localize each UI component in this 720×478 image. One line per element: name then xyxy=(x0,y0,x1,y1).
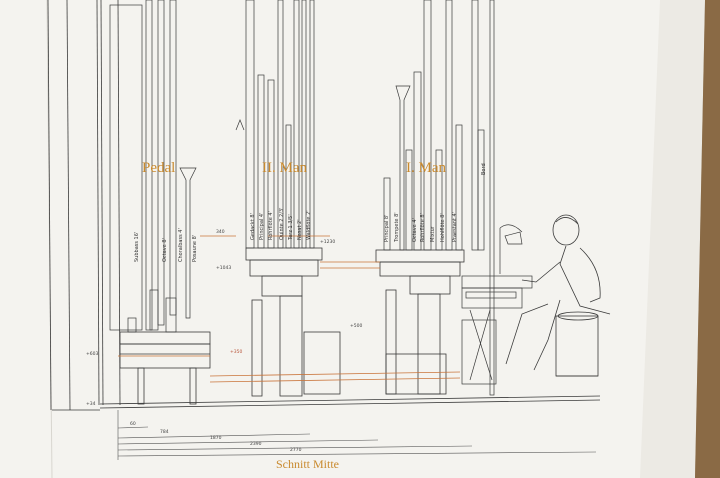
dimension-label: +603 xyxy=(86,352,99,357)
man2-stop-label: Principal 4' xyxy=(259,212,265,240)
paper-sheet xyxy=(0,0,705,478)
organist-figure xyxy=(505,214,611,377)
paper-curl-right xyxy=(640,0,705,478)
dimension-label: 340 xyxy=(216,230,225,235)
dimension-label: +1230 xyxy=(320,240,336,245)
man1-stop-label: Rohrflöte 8' xyxy=(420,213,426,242)
man1-stop-label: Mixtur xyxy=(430,226,436,242)
wind-ducts xyxy=(118,235,461,383)
dimension-label: 1870 xyxy=(210,436,222,441)
man2-stop-label: Nasat 2' xyxy=(297,219,303,240)
dimension-label: 2390 xyxy=(250,442,262,447)
dimension-label: +34 xyxy=(86,402,96,407)
man1-stop-label: Octave 4' xyxy=(412,218,418,242)
dimension-label: +350 xyxy=(230,350,243,355)
dimension-label: +1043 xyxy=(216,266,232,271)
man2-stop-label: Waldflöte 2' xyxy=(306,210,312,240)
man1-stop-label: Trompete 8' xyxy=(394,212,400,242)
dimension-label: 2770 xyxy=(290,448,302,453)
man1-stop-label: Hohlflöte 8' xyxy=(440,213,446,242)
dimension-label: 60 xyxy=(130,422,136,427)
man2-stop-label: Rohrflöte 4' xyxy=(268,211,274,240)
pedal-stop-label: Octave 8' xyxy=(162,238,168,262)
console-action xyxy=(461,224,533,385)
drawing-caption: Schnitt Mitte xyxy=(276,457,339,471)
man2-stop-label: Gedackt 8' xyxy=(250,213,256,240)
man1-windchest xyxy=(375,249,465,395)
dimension-label: +500 xyxy=(350,324,363,329)
pedal-stop-label: Subbass 16' xyxy=(134,231,140,262)
man2-label: II. Man xyxy=(262,160,307,176)
pedal-label: Pedal xyxy=(142,160,176,176)
dimension-lines xyxy=(117,410,597,460)
man2-stop-label: Quinte 2 2/3' xyxy=(279,207,285,240)
man1-stop-label: Praestant 4' xyxy=(452,211,458,242)
man1-stop-label: Bord xyxy=(481,163,487,175)
wood-edge xyxy=(695,0,720,478)
dimension-label: 784 xyxy=(160,430,169,435)
man1-stop-label: Principal 8' xyxy=(384,214,390,242)
pedal-stop-label: Choralbass 4' xyxy=(178,228,184,262)
floor-lines xyxy=(52,395,601,411)
man1-label: I. Man xyxy=(406,160,446,176)
pedal-stop-label: Posaune 8' xyxy=(192,234,198,262)
man2-stop-label: Terz 1 3/5' xyxy=(288,214,294,240)
man2-windchest xyxy=(245,247,341,397)
